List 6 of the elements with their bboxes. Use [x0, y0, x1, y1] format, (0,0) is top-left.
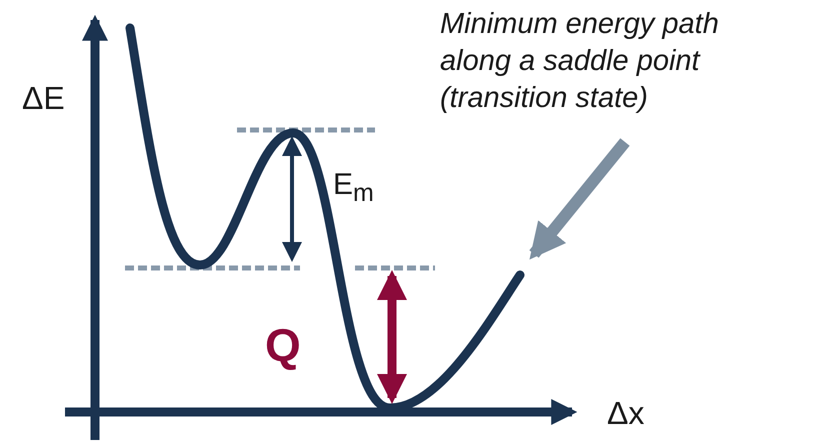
axis-label: ΔE	[22, 80, 65, 117]
annotation-text: Minimum energy path along a saddle point (transition state)	[440, 6, 785, 117]
heat-label: Q	[265, 318, 301, 372]
barrier-label: E$_{m}$	[333, 168, 374, 208]
leader-arrow	[529, 138, 630, 260]
axis-label: Δx	[607, 395, 644, 432]
